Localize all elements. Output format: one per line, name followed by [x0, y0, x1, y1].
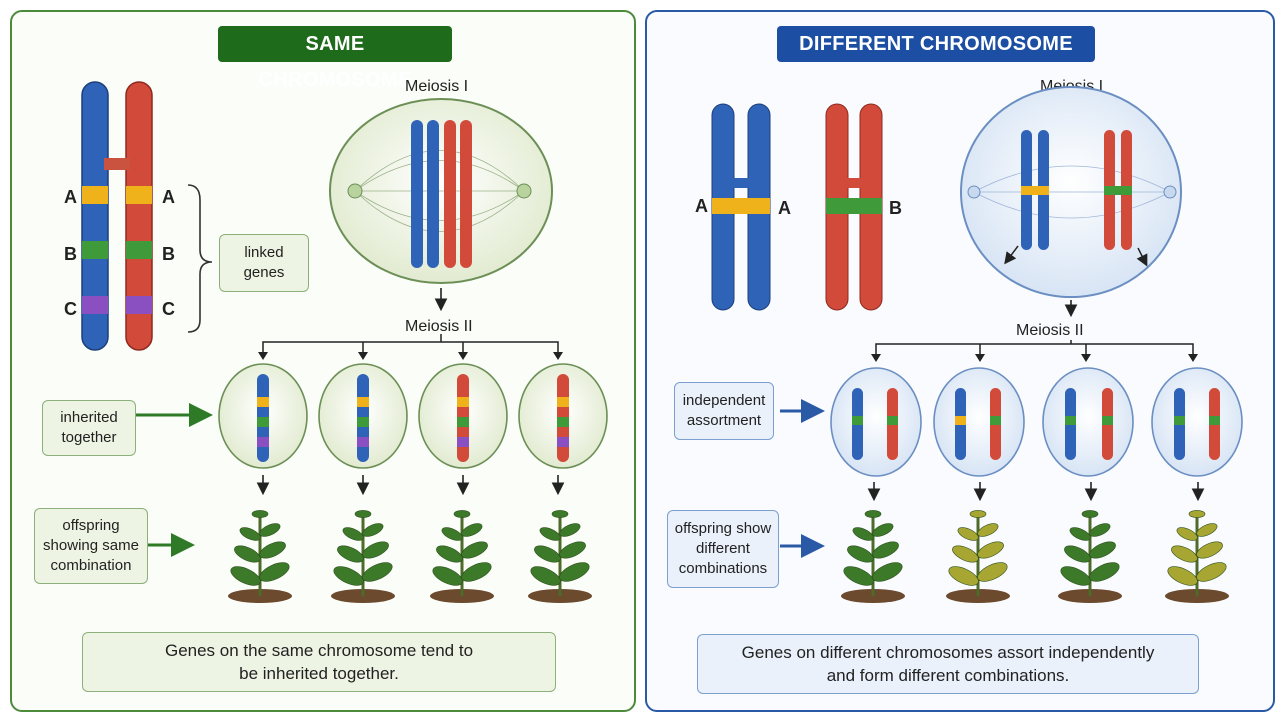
branch-connector-right	[875, 340, 1194, 356]
gamete-cells-left	[218, 363, 608, 469]
gene-label-c-left: C	[64, 299, 77, 319]
meiosis-i-cell	[329, 98, 553, 284]
gene-label-b-left: B	[64, 244, 77, 264]
plant-left-2	[331, 510, 395, 603]
meiosis-ii-label: Meiosis II	[405, 318, 473, 335]
meiosis-i-label: Meiosis I	[405, 78, 469, 95]
independent-assortment-box: independent assortment	[674, 382, 774, 440]
linked-bracket	[187, 184, 213, 333]
plant-right-1	[841, 510, 905, 603]
different-chromosome-caption: Genes on different chromosomes assort in…	[697, 634, 1199, 694]
gene-label-a-left: A	[64, 187, 77, 207]
plants-layer	[228, 510, 1229, 603]
linked-chromosome-pair	[81, 81, 153, 351]
gene-label-b-right: B	[162, 244, 175, 264]
inherited-together-box: inherited together	[42, 400, 136, 456]
plant-right-2	[946, 510, 1010, 603]
plant-left-1	[228, 510, 292, 603]
chrom-label-b: B	[889, 198, 902, 218]
chrom-label-a2: A	[778, 198, 791, 218]
gene-label-c-right: C	[162, 299, 175, 319]
offspring-same-box: offspring showing same combination	[34, 508, 148, 584]
gamete-cells-right	[830, 367, 1243, 477]
same-chromosome-caption: Genes on the same chromosome tend to be …	[82, 632, 556, 692]
arrows-to-plants-right	[867, 482, 1205, 502]
same-chromosome-header: SAME CHROMOSOME	[218, 26, 452, 91]
meiosis-ii-label-right: Meiosis II	[1016, 322, 1084, 339]
plant-left-4	[528, 510, 592, 603]
linked-genes-box: linked genes	[219, 234, 309, 292]
unlinked-chromosomes	[711, 103, 883, 311]
arrows-to-plants-left	[256, 475, 565, 496]
chrom-label-a1: A	[695, 196, 708, 216]
branch-arrowheads-left	[258, 352, 563, 360]
branch-arrowheads-right	[871, 354, 1198, 362]
branch-connector-left	[262, 334, 559, 355]
plant-right-3	[1058, 510, 1122, 603]
plant-right-4	[1165, 510, 1229, 603]
plant-left-3	[430, 510, 494, 603]
same-chromosome-panel: SAME CHROMOSOME A B C A B C linked genes…	[10, 10, 636, 712]
different-chromosome-header: DIFFERENT CHROMOSOME	[777, 26, 1095, 62]
meiosis-i-cell-right	[960, 86, 1182, 298]
offspring-different-box: offspring show different combinations	[667, 510, 779, 588]
gene-label-a-right: A	[162, 187, 175, 207]
